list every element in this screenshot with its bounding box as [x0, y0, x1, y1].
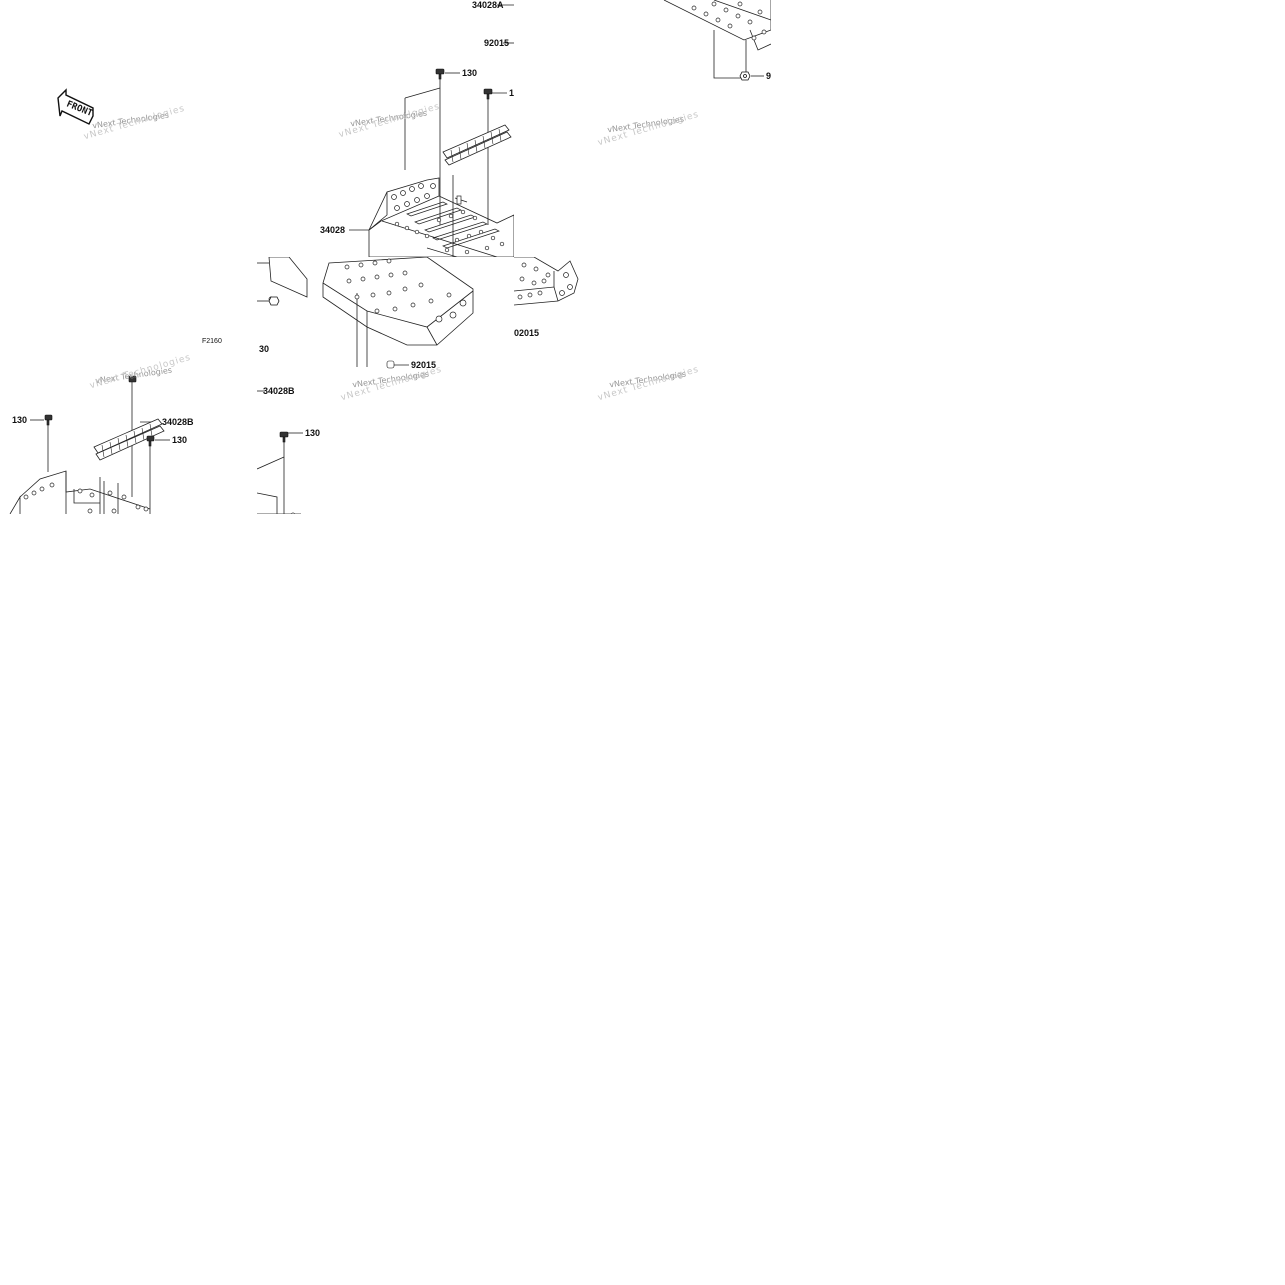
footrest-main-drawing	[349, 4, 514, 257]
part-label-34028A: 34028A	[472, 0, 504, 10]
bolt-icon	[435, 68, 493, 100]
part-label-34028B: 34028B	[263, 386, 295, 396]
tile-front: FRONT vNext Technologies vNext Technolog…	[0, 0, 257, 257]
part-label-130: 130	[462, 68, 478, 78]
part-label-130: 130	[305, 428, 321, 438]
part-label-130: 130	[172, 435, 188, 445]
footrest-rear-drawing	[663, 0, 771, 81]
part-label-92015: 92015	[484, 38, 510, 48]
tile-middle-left: F2160 130 34028B 130 vNext Technologies …	[0, 257, 257, 514]
part-label-9: 9	[766, 71, 771, 81]
figure-code: F2160	[202, 338, 222, 345]
part-label-1: 1	[509, 88, 514, 98]
part-label-02015: 02015	[514, 328, 540, 338]
clip-strip-icon	[442, 124, 512, 166]
tile-middle-center: 92015 34028B 130 30 vNext Technologies v…	[257, 257, 514, 514]
part-label-30: 30	[259, 344, 270, 354]
tile-top-right: 9 vNext Technologies vNext Technologies	[514, 0, 771, 257]
part-label-130: 130	[12, 415, 28, 425]
footrest-side-drawing	[514, 257, 579, 306]
nut-icon	[739, 71, 751, 81]
part-label-92015: 92015	[411, 360, 437, 370]
part-label-34028B: 34028B	[162, 417, 194, 427]
bolt-icon	[279, 360, 395, 443]
part-label-34028: 34028	[320, 225, 346, 235]
front-arrow-icon: FRONT	[57, 88, 94, 125]
tile-middle-right: 02015 vNext Technologies vNext Technolog…	[514, 257, 771, 514]
clip-strip-icon	[93, 418, 165, 461]
nut-icon	[268, 296, 280, 306]
bolt-icon	[44, 375, 155, 447]
footrest-left-drawing	[9, 375, 170, 514]
tile-center: 34028A 92015 130 1 34028 vNext Technolog…	[257, 0, 514, 257]
footrest-lower-drawing	[257, 257, 474, 514]
